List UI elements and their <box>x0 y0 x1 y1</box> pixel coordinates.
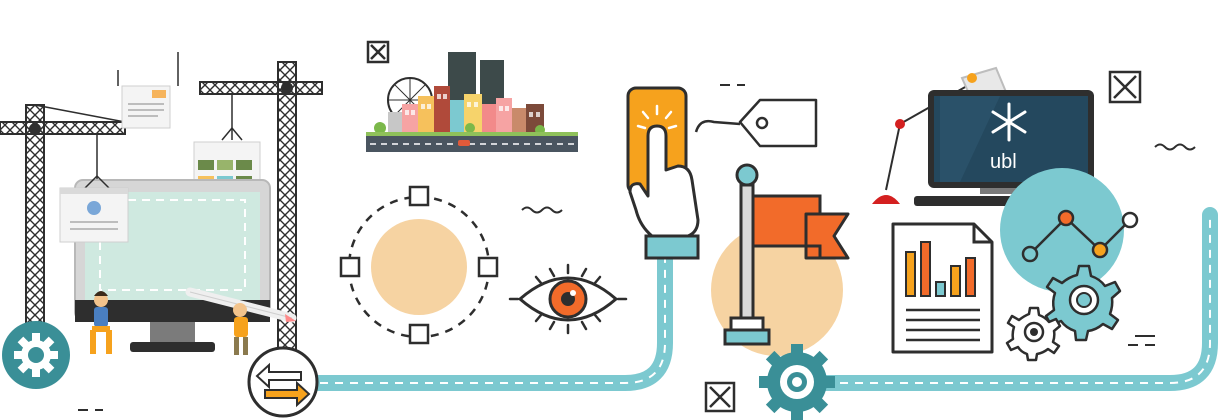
monitor-logo-text: ubl <box>990 151 1017 173</box>
gear-icon <box>1044 264 1122 342</box>
close-box-icon <box>704 381 736 413</box>
close-box-icon <box>366 40 390 64</box>
gear-icon <box>2 321 70 389</box>
selection-circle-icon <box>339 185 499 345</box>
eye-icon <box>508 263 628 335</box>
hanging-profile-card <box>59 174 129 243</box>
gear-icon <box>759 344 835 420</box>
squiggle-decoration <box>78 84 1196 411</box>
report-document-icon <box>891 222 994 354</box>
hanging-document <box>117 52 179 129</box>
ubl-logo-icon <box>991 102 1027 142</box>
crane-icon <box>199 61 323 355</box>
line-chart-icon <box>1000 168 1139 292</box>
crane-icon <box>0 104 126 356</box>
worker-figure <box>90 291 112 354</box>
price-tag-icon <box>694 98 818 148</box>
smartphone-tap-icon <box>626 86 700 260</box>
close-box-icon <box>1108 70 1142 104</box>
gear-icon <box>1005 306 1062 362</box>
road-path <box>282 207 1218 391</box>
worker-figure <box>185 287 297 355</box>
city-icon <box>366 52 578 152</box>
swap-arrows-icon <box>247 346 319 418</box>
flag-icon <box>711 163 850 356</box>
